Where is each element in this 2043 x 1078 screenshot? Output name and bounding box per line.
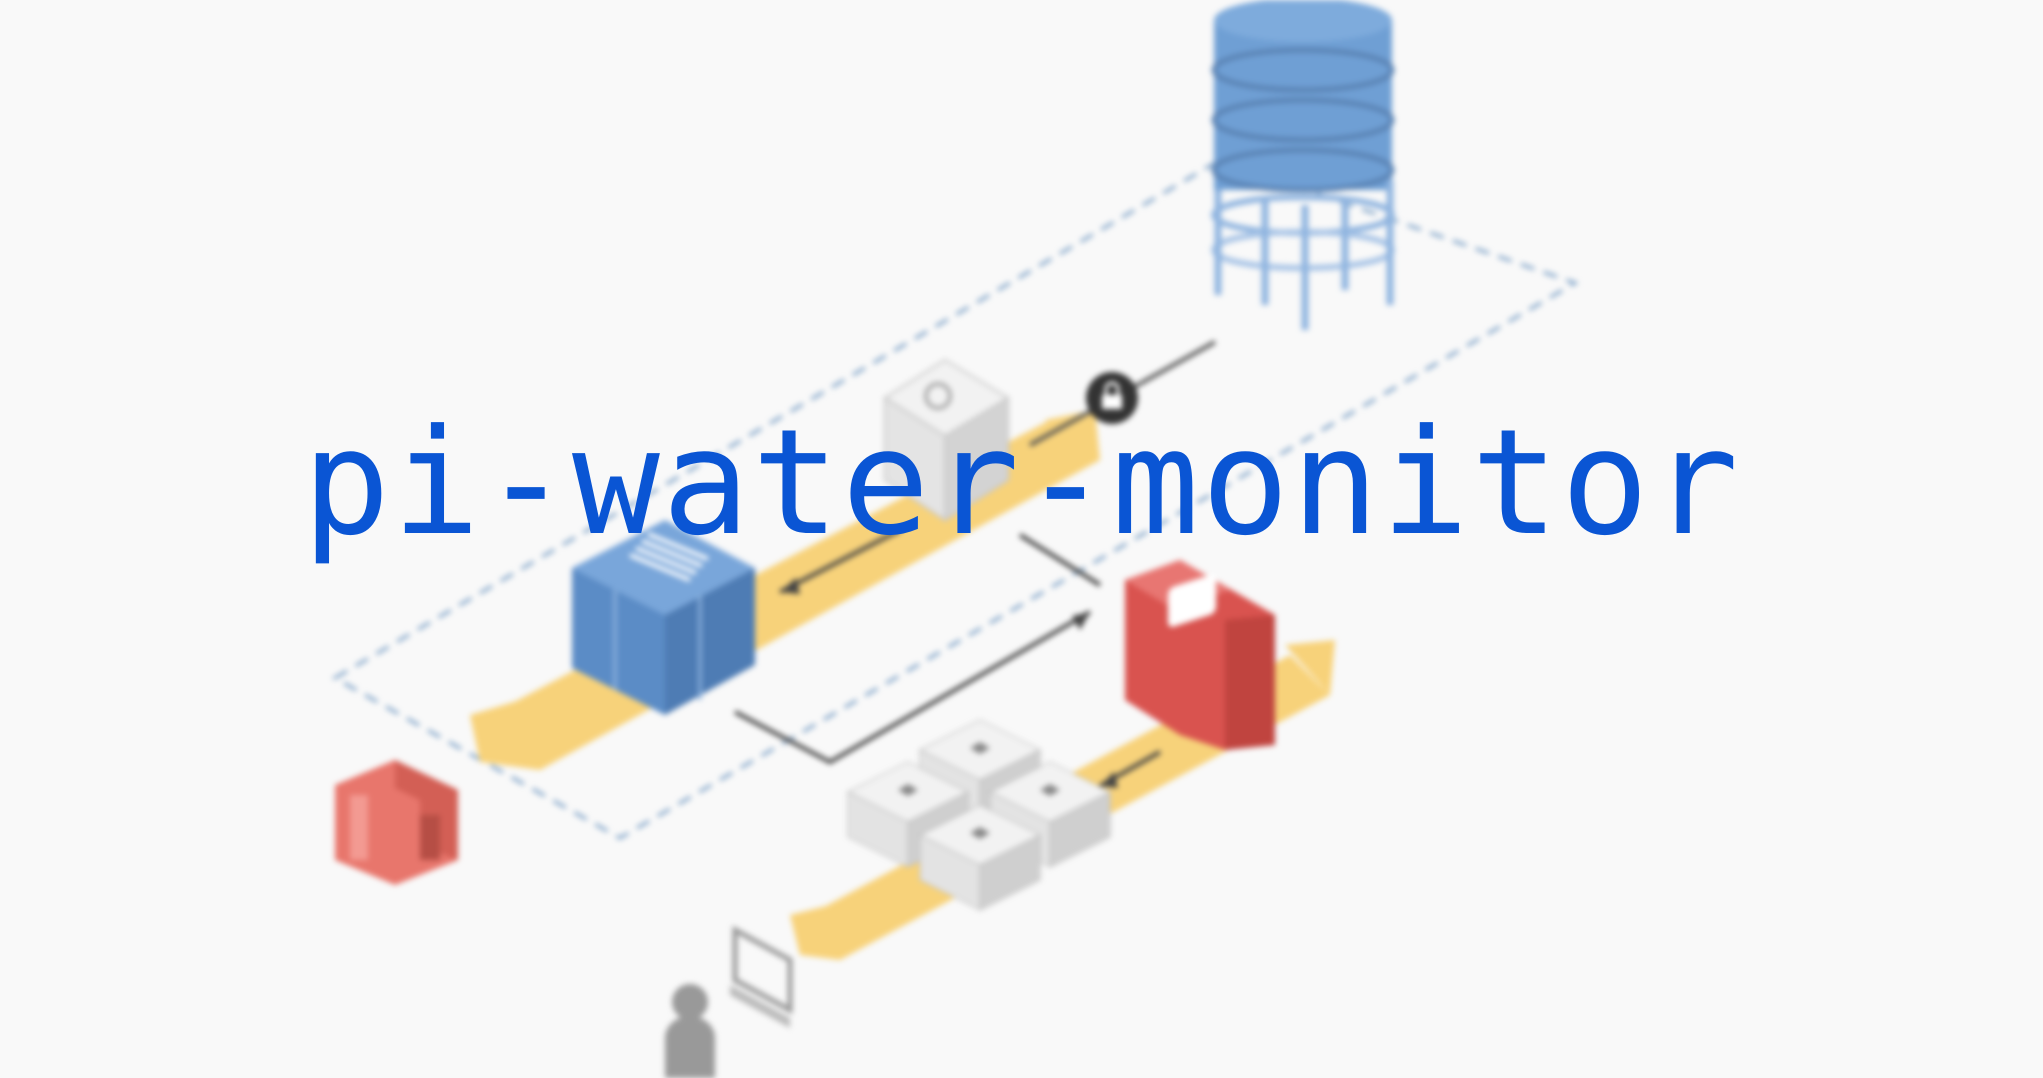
aws-logo-icon [335,760,458,885]
computer-icon [730,925,793,1028]
page-title: pi-water-monitor [302,398,1741,568]
user-icon [665,984,715,1078]
secure-connection [1029,340,1216,447]
vpc-boundary [331,158,1579,840]
app-service-icon [1125,560,1275,750]
flow-arrows [734,528,1161,788]
database-icon [1211,0,1395,330]
server-icon [572,520,755,715]
container-cluster-icon [846,719,1112,911]
key-vault-icon [883,358,1010,522]
